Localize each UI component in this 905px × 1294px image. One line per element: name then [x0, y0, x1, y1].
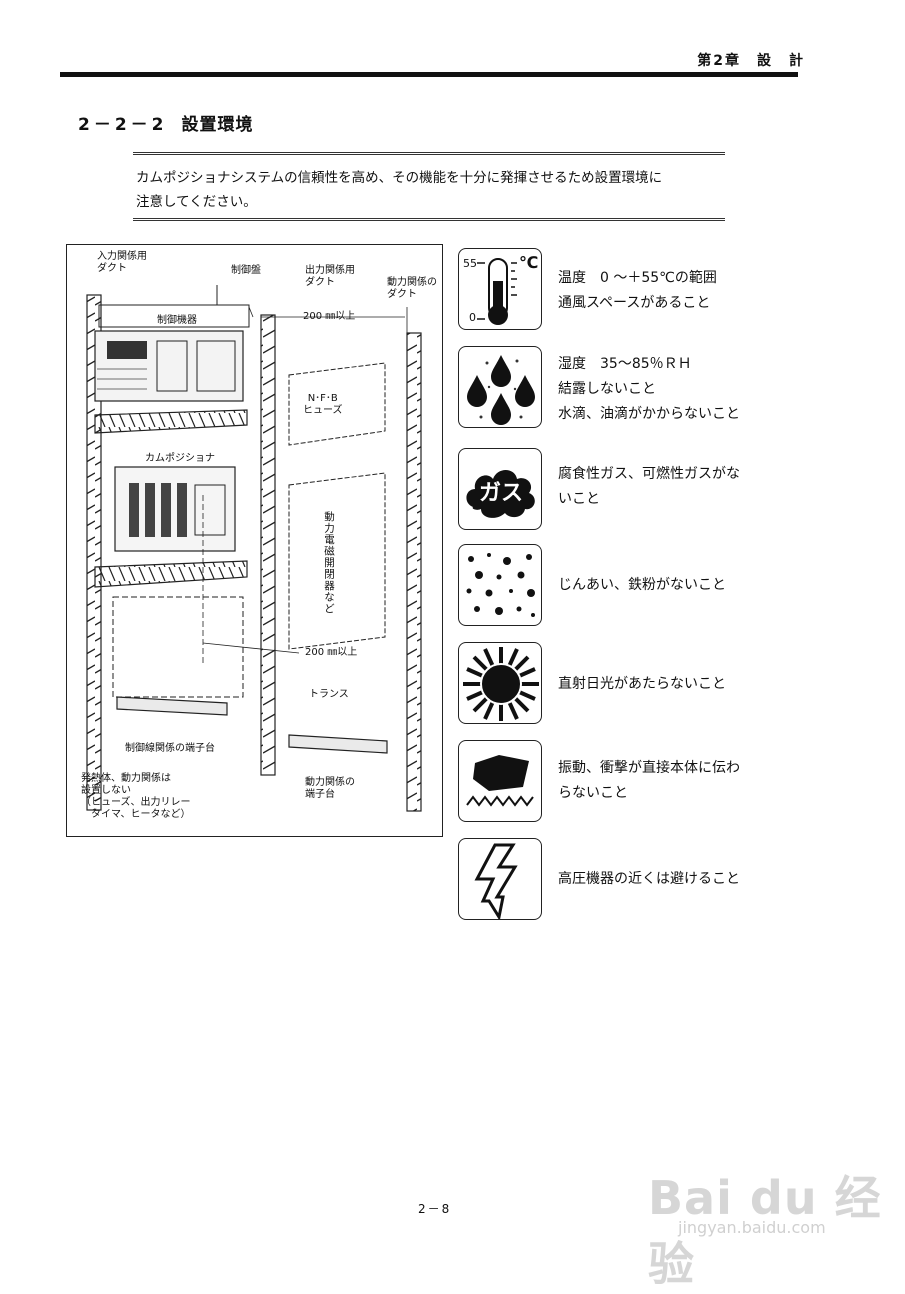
thermometer-icon — [477, 258, 517, 325]
label-heat-note: 発熱体、動力関係は 設置しない （ヒューズ、出力リレー タイマ、ヒータなど） — [81, 773, 191, 820]
section-title: 2－2－2 設置環境 — [78, 110, 254, 135]
output-duct — [260, 314, 276, 776]
power-terminal-block — [288, 734, 388, 754]
watermark-url: jingyan.baidu.com — [678, 1218, 826, 1237]
control-terminal-block — [116, 696, 228, 716]
page-number: 2－8 — [418, 1202, 452, 1216]
label-output-duct: 出力関係用 ダクト — [305, 265, 355, 288]
shelf-1 — [94, 409, 248, 434]
label-control-device: 制御機器 — [157, 315, 197, 326]
high-voltage-box — [458, 838, 542, 920]
label-power-duct: 動力関係の ダクト — [387, 277, 437, 300]
condition-vibration: 振動、衝撃が直接本体に伝わ らないこと — [558, 760, 740, 801]
intro-top-rule — [133, 152, 725, 155]
droplets-box — [458, 346, 542, 428]
control-panel-figure: 入力関係用 ダクト 制御盤 出力関係用 ダクト 動力関係の ダクト 200 ㎜以… — [66, 244, 443, 837]
header-rule — [60, 72, 798, 77]
label-nfb: N･F･B ヒューズ — [303, 393, 343, 416]
section-title-text: 設置環境 — [181, 115, 254, 135]
intro-text: カムポジショナシステムの信頼性を高め、その機能を十分に発揮させるため設置環境に … — [136, 166, 736, 214]
dust-icon — [466, 553, 535, 617]
heat-zone-box — [112, 596, 244, 698]
gas-box: ガス — [458, 448, 542, 530]
section-number: 2－2－2 — [78, 115, 168, 135]
control-panel-drawing — [86, 285, 422, 812]
condition-gas: 腐食性ガス、可燃性ガスがな いこと — [558, 466, 740, 507]
condition-humidity: 湿度 35～85％ＲＨ 結露しないこと 水滴、油滴がかからないこと — [558, 356, 740, 422]
label-input-duct: 入力関係用 ダクト — [97, 251, 147, 274]
label-dim-top: 200 ㎜以上 — [303, 311, 356, 322]
dust-box — [458, 544, 542, 626]
vibration-box — [458, 740, 542, 822]
gas-icon — [466, 470, 535, 518]
switchgear-box — [288, 472, 386, 650]
shelf-2 — [94, 560, 248, 588]
chapter-header: 第2章 設 計 — [697, 53, 805, 69]
condition-dust: じんあい、鉄粉がないこと — [558, 577, 726, 593]
label-power-terminal: 動力関係の 端子台 — [305, 777, 355, 800]
condition-temperature: 温度 0 ～＋55℃の範囲 通風スペースがあること — [558, 270, 717, 311]
label-transformer: トランス — [309, 689, 349, 700]
sun-box — [458, 642, 542, 724]
condition-high-voltage: 高圧機器の近くは避けること — [558, 871, 740, 887]
droplets-icon — [467, 355, 535, 425]
condition-sunlight: 直射日光があたらないこと — [558, 676, 726, 692]
therm-top-label: 55 — [463, 257, 477, 270]
nfb-box — [288, 362, 386, 446]
intro-line-1: カムポジショナシステムの信頼性を高め、その機能を十分に発揮させるため設置環境に — [136, 170, 663, 186]
watermark-brand: Bai du 经验 — [648, 1171, 882, 1291]
therm-bottom-label: 0 — [469, 311, 476, 324]
panel-top — [98, 304, 250, 328]
intro-line-2: 注意してください。 — [136, 194, 257, 210]
therm-unit-label: ℃ — [519, 253, 539, 272]
thermometer-box: 55 ℃ 0 — [458, 248, 542, 330]
power-duct — [406, 332, 422, 812]
gas-icon-text: ガス — [479, 481, 524, 506]
label-dim-mid: 200 ㎜以上 — [305, 647, 358, 658]
sun-icon — [463, 647, 539, 721]
label-cam-positioner: カムポジショナ — [145, 453, 215, 464]
high-voltage-icon — [474, 843, 518, 919]
label-control-terminal: 制御線関係の端子台 — [125, 743, 215, 754]
control-device-display — [107, 341, 147, 359]
label-power-switchgear: 動力電磁開閉器など — [323, 511, 335, 615]
vibration-icon — [466, 755, 534, 807]
intro-bottom-rule — [133, 218, 725, 221]
label-control-panel: 制御盤 — [231, 265, 261, 276]
